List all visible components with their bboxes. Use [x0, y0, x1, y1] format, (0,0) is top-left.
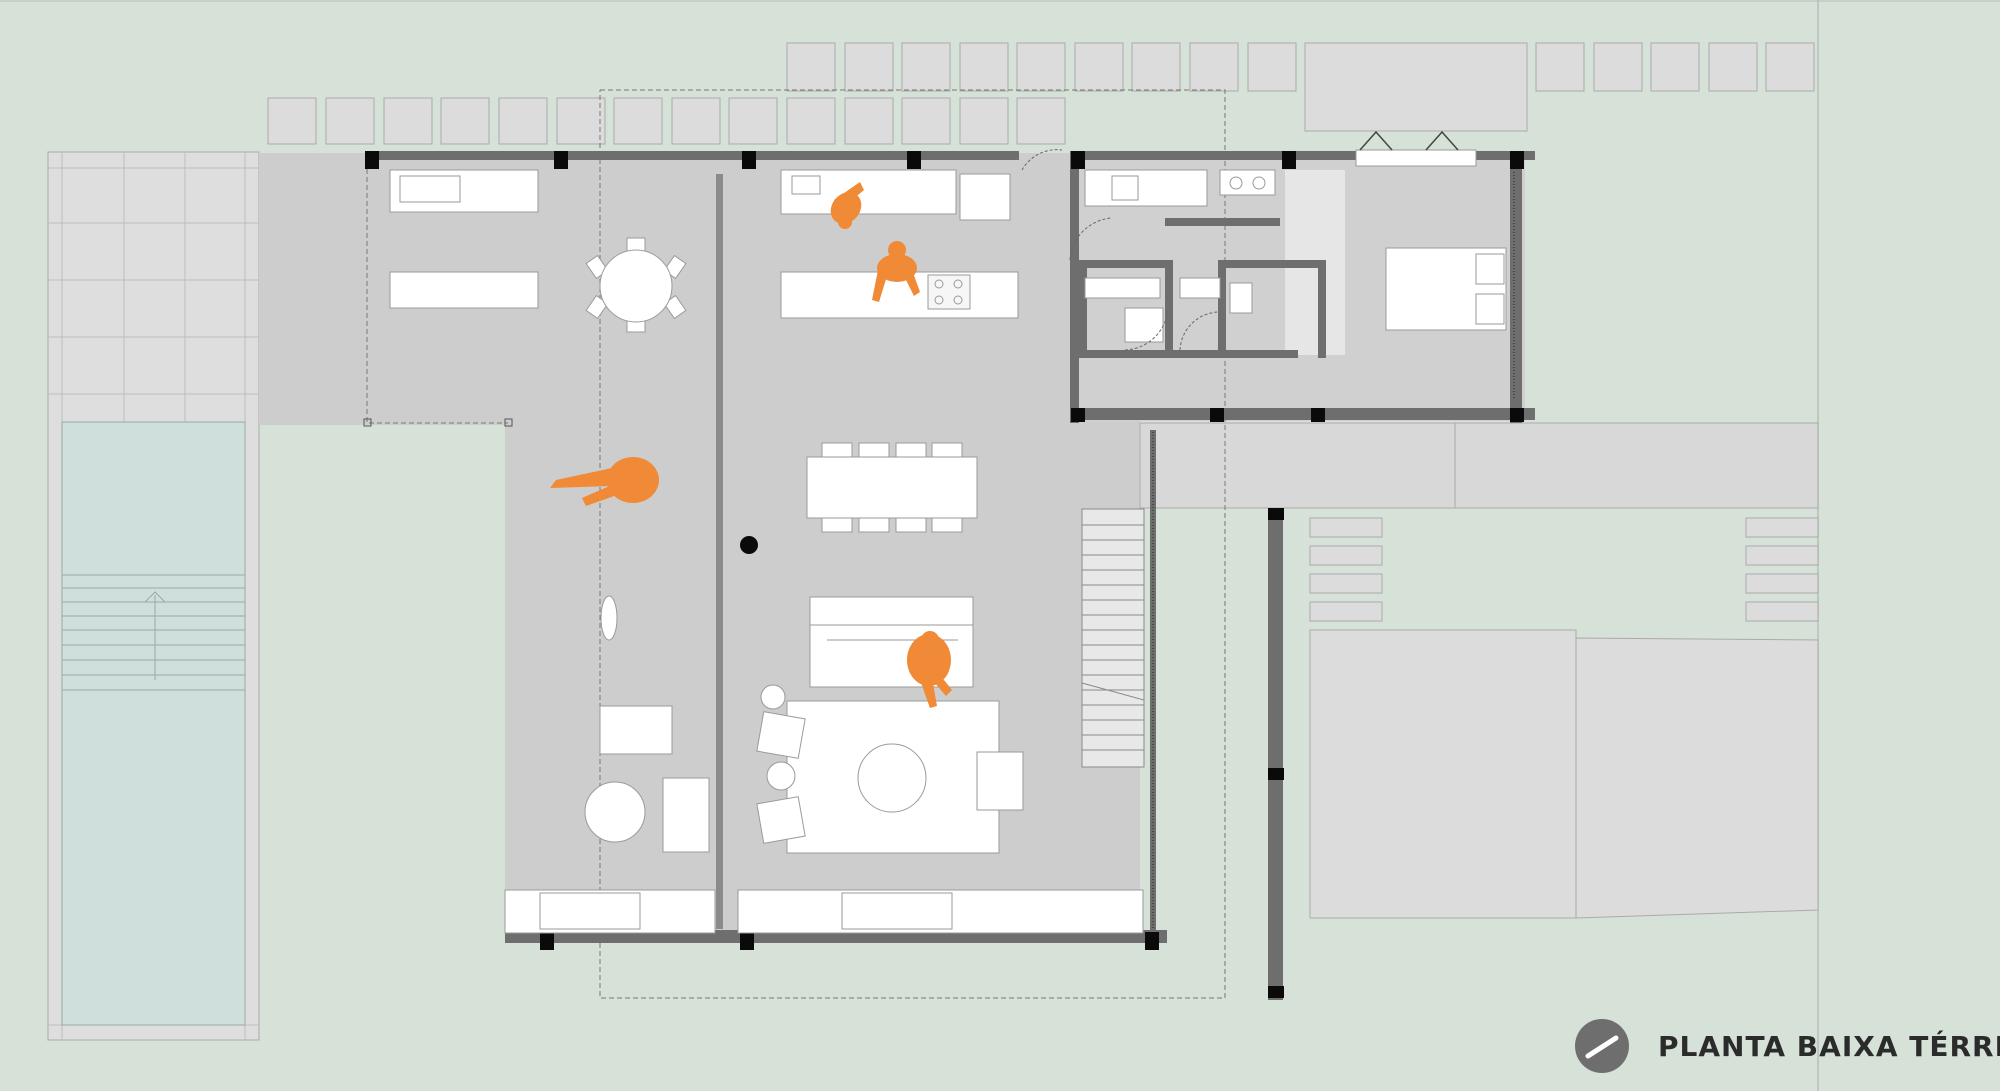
swimming-pool	[61, 421, 246, 1026]
garage-area	[1309, 517, 1819, 919]
parking-pavers	[267, 42, 1815, 145]
drawing-title: PLANTA BAIXA TÉRREO	[1658, 1030, 2000, 1063]
person-figure-icon	[907, 631, 952, 708]
kitchen-furniture	[780, 169, 1019, 319]
person-figure-icon	[830, 182, 864, 229]
person-figure-icon	[872, 241, 920, 302]
round-dining-table	[585, 237, 687, 333]
structural-pillars	[365, 151, 1524, 998]
person-figure-icons	[550, 182, 952, 708]
roof-outline	[366, 89, 1226, 999]
north-arrow-icon	[1575, 1019, 1629, 1073]
living-furniture	[504, 595, 1144, 934]
title-block: PLANTA BAIXA TÉRREO	[1574, 1018, 2000, 1074]
staircase	[1081, 508, 1145, 768]
terrace-counters	[389, 169, 539, 309]
pool-deck	[47, 151, 260, 1041]
dining-table	[806, 442, 978, 533]
service-fixtures	[1084, 149, 1507, 343]
walkway	[1139, 422, 1819, 509]
door-swings	[1021, 149, 1219, 351]
gate-icon	[1359, 130, 1459, 151]
person-figure-icon	[550, 457, 659, 506]
